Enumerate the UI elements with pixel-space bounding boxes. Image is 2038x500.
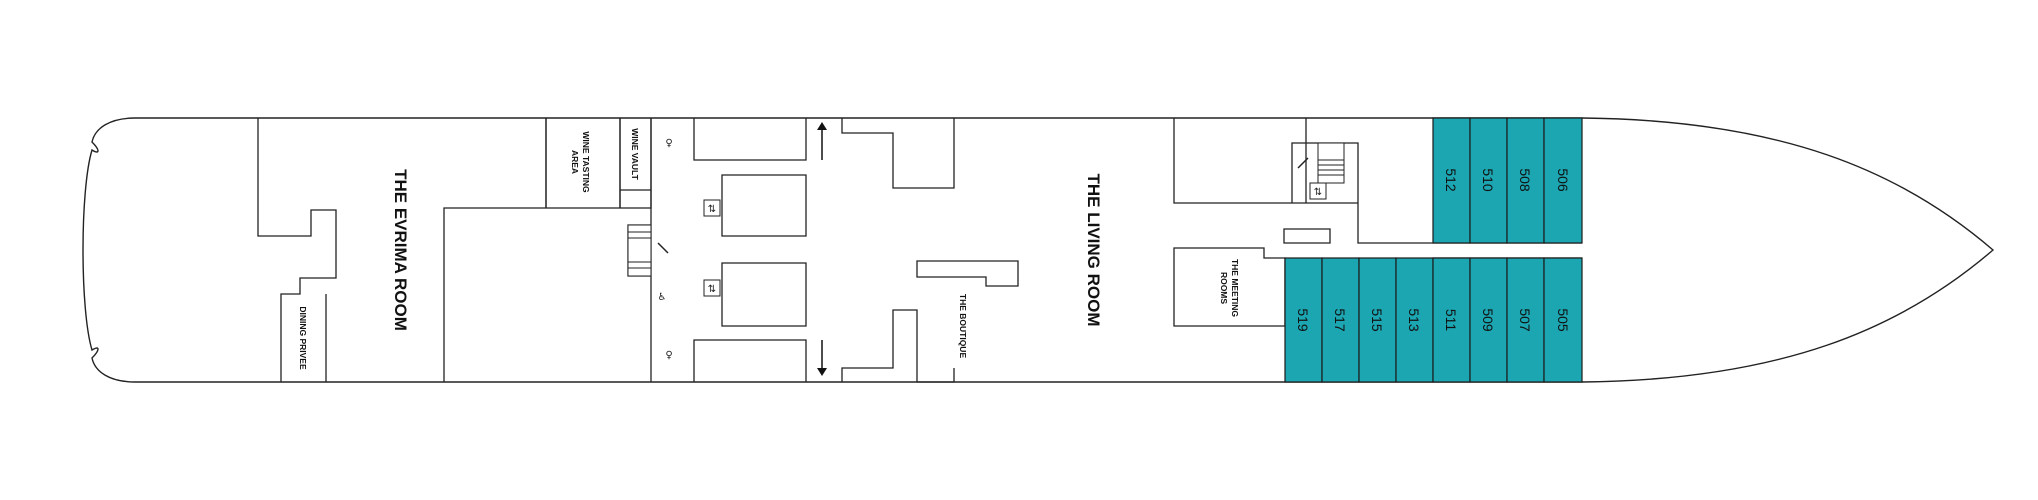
arrow-down-icon xyxy=(817,340,827,376)
cabin-511-label: 511 xyxy=(1443,309,1459,332)
cabin-505[interactable] xyxy=(1543,257,1583,383)
cabin-513-label: 513 xyxy=(1406,308,1422,332)
restroom-icon: ♀ xyxy=(665,138,672,149)
cabin-509-label: 509 xyxy=(1480,308,1496,332)
meeting-rooms-label-line1: THE MEETING xyxy=(1230,259,1240,317)
central-elevator-boxes xyxy=(721,174,807,327)
evrima-room-label: THE EVRIMA ROOM xyxy=(391,169,410,331)
wine-area-walls xyxy=(545,118,652,208)
cabin-506[interactable] xyxy=(1543,117,1583,244)
cabin-508-label: 508 xyxy=(1517,168,1533,192)
cabin-507-label: 507 xyxy=(1517,308,1533,332)
svg-text:⇅: ⇅ xyxy=(708,284,716,295)
cabin-517[interactable] xyxy=(1321,257,1360,383)
wine-vault-label: WINE VAULT xyxy=(630,128,640,180)
cabin-512-label: 512 xyxy=(1443,168,1459,192)
accessible-icon: ♿ xyxy=(658,292,667,303)
cabin-510[interactable] xyxy=(1469,117,1508,244)
right-stairs-icon xyxy=(1297,142,1345,184)
cabin-517-label: 517 xyxy=(1332,308,1348,332)
cabin-513[interactable] xyxy=(1395,257,1434,383)
boutique-label: THE BOUTIQUE xyxy=(958,294,968,359)
svg-text:♀: ♀ xyxy=(665,350,672,361)
evrima-room-walls xyxy=(257,118,337,382)
svg-text:♀: ♀ xyxy=(665,138,672,149)
cabin-515-label: 515 xyxy=(1369,308,1385,332)
cabins-upper-group xyxy=(1432,117,1583,244)
cabin-510-label: 510 xyxy=(1480,168,1496,192)
svg-text:⇅: ⇅ xyxy=(708,204,716,215)
cabin-505-label: 505 xyxy=(1555,308,1571,332)
central-stair-core xyxy=(627,118,807,382)
wine-tasting-label-line1: WINE TASTING xyxy=(581,131,591,193)
cabin-508[interactable] xyxy=(1506,117,1545,244)
living-room-label: THE LIVING ROOM xyxy=(1084,174,1103,327)
cabin-509[interactable] xyxy=(1469,257,1508,383)
stairs-icon xyxy=(627,224,669,277)
dining-privee-label: DINING PRIVEE xyxy=(298,306,308,370)
ship-hull xyxy=(82,117,1995,383)
cabin-515[interactable] xyxy=(1358,257,1397,383)
cabin-506-label: 506 xyxy=(1555,168,1571,192)
svg-text:♿: ♿ xyxy=(658,292,667,303)
meeting-rooms-label-line2: ROOMS xyxy=(1219,272,1229,304)
living-room-walls xyxy=(841,118,1019,383)
restroom-icon: ♀ xyxy=(665,350,672,361)
elevator-icon: ⇅ xyxy=(703,279,721,297)
elevator-icon: ⇅ xyxy=(1309,182,1327,200)
cabin-519-label: 519 xyxy=(1295,308,1311,332)
cabin-519[interactable] xyxy=(1284,257,1323,383)
wine-tasting-label-line2: AREA xyxy=(570,150,580,174)
cabins-lower-group xyxy=(1284,257,1583,383)
cabin-507[interactable] xyxy=(1506,257,1545,383)
svg-text:⇅: ⇅ xyxy=(1314,187,1322,198)
elevator-icon: ⇅ xyxy=(703,199,721,217)
arrow-up-icon xyxy=(817,122,827,160)
